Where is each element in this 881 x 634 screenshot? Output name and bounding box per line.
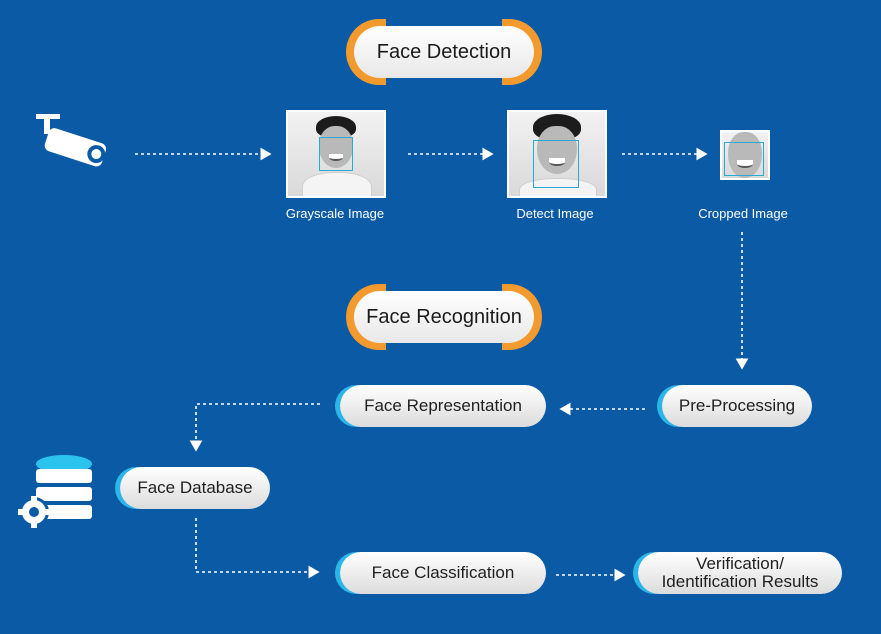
cropped-image-caption: Cropped Image (698, 206, 788, 221)
face-bounding-box (724, 142, 764, 176)
face-recognition-title: Face Recognition (354, 291, 534, 343)
grayscale-image-photo (286, 110, 386, 198)
arrow-representation-to-database (189, 403, 320, 452)
security-camera-icon (32, 112, 110, 178)
face-bounding-box (533, 140, 579, 188)
face-bounding-box (319, 137, 353, 171)
verification-results-step: Verification/ Identification Results (638, 552, 842, 594)
face-recognition-header: Face Recognition (346, 284, 542, 350)
pre-processing-step: Pre-Processing (662, 385, 812, 427)
results-line-1: Verification/ (696, 554, 784, 573)
face-detection-title: Face Detection (354, 26, 534, 78)
arrow-database-to-classification (195, 518, 320, 579)
grayscale-image-caption: Grayscale Image (285, 206, 385, 221)
face-database-step: Face Database (120, 467, 270, 509)
results-line-2: Identification Results (661, 572, 819, 591)
database-gear-icon (14, 452, 96, 532)
detect-image-photo (507, 110, 607, 198)
detect-image-caption: Detect Image (516, 206, 594, 221)
cropped-image-photo (720, 130, 770, 180)
face-representation-step: Face Representation (340, 385, 546, 427)
face-detection-header: Face Detection (346, 19, 542, 85)
face-classification-step: Face Classification (340, 552, 546, 594)
